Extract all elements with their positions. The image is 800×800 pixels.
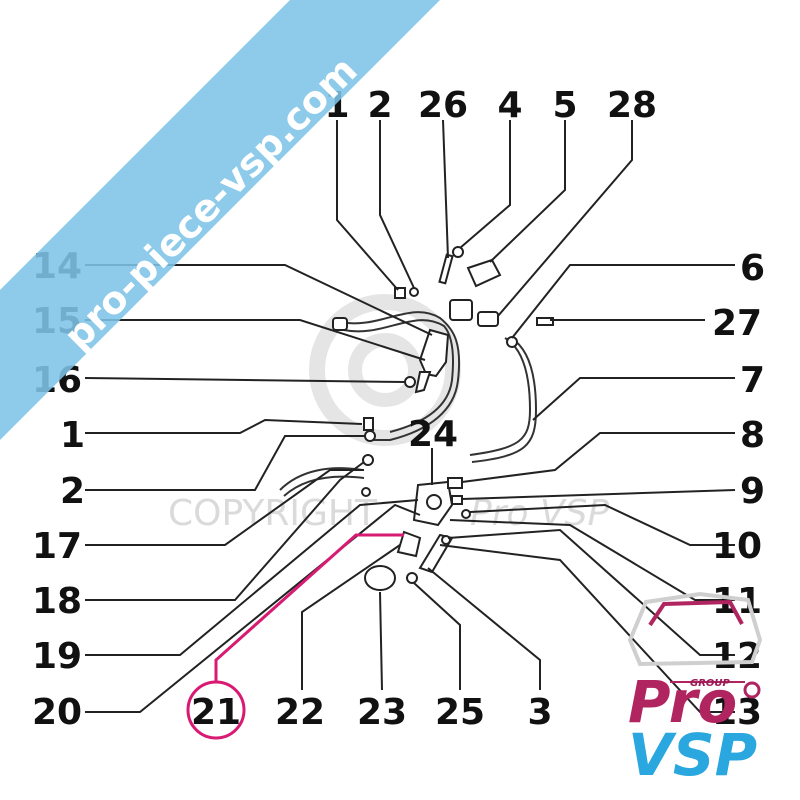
- stud-26: [438, 253, 454, 285]
- leader-25: [413, 582, 461, 690]
- union-28: [477, 311, 499, 327]
- leader-8: [461, 432, 735, 483]
- callout-26[interactable]: 26: [418, 85, 468, 126]
- washer-16: [404, 376, 416, 388]
- callout-2-top[interactable]: 2: [367, 85, 392, 126]
- return-hose-inner: [343, 319, 454, 433]
- leader-lines: [84, 119, 736, 713]
- leader-6: [511, 264, 735, 339]
- logo-car-windshield: [648, 599, 744, 627]
- leader-15: [85, 319, 426, 361]
- callout-23[interactable]: 23: [357, 692, 407, 733]
- banner-stripe: [0, 0, 440, 440]
- fuel-hose-17: [279, 467, 363, 491]
- logo-car-outline: [627, 591, 763, 667]
- injector-body: [418, 328, 450, 378]
- callout-13[interactable]: 13: [712, 692, 762, 733]
- leader-1-left: [85, 418, 363, 434]
- leader-2-top: [379, 120, 415, 289]
- pressure-pipe: [469, 337, 532, 456]
- leader-4: [459, 120, 511, 249]
- leader-18: [85, 461, 365, 601]
- callout-9[interactable]: 9: [740, 471, 765, 512]
- pump-port: [426, 494, 442, 510]
- callout-18[interactable]: 18: [32, 581, 82, 622]
- callout-8[interactable]: 8: [740, 415, 765, 456]
- nut-25: [406, 572, 418, 584]
- leader-5: [489, 120, 566, 263]
- bolt-1-top: [394, 287, 406, 299]
- leader-3: [427, 567, 541, 690]
- injector-nozzle: [414, 371, 432, 394]
- leader-12: [447, 528, 735, 656]
- copyright-text: COPYRIGHT: [168, 493, 378, 534]
- pressure-pipe-outer: [471, 337, 538, 463]
- callout-10[interactable]: 10: [712, 526, 762, 567]
- leader-9: [461, 489, 736, 500]
- callout-25[interactable]: 25: [435, 692, 485, 733]
- fuel-hose-17-inner: [283, 475, 365, 497]
- leader-16: [84, 377, 407, 383]
- hose-end-fitting: [332, 317, 348, 331]
- callout-5[interactable]: 5: [552, 85, 577, 126]
- callout-21-highlight-ring: [186, 680, 246, 740]
- callout-6[interactable]: 6: [740, 248, 765, 289]
- leader-21-highlighted: [214, 533, 404, 682]
- logo-group-text: GROUP: [690, 678, 731, 689]
- clip-18: [362, 454, 374, 466]
- clamp-5: [466, 258, 502, 288]
- fitting-9: [451, 495, 463, 505]
- pipe-nut-6: [506, 336, 518, 348]
- callout-17[interactable]: 17: [32, 526, 82, 567]
- washer-2-left: [364, 430, 376, 442]
- callout-20[interactable]: 20: [32, 692, 82, 733]
- screw-10: [461, 509, 471, 519]
- logo-gear-icon: [743, 681, 761, 699]
- callout-19[interactable]: 19: [32, 636, 82, 677]
- washer-2-top: [409, 287, 419, 297]
- callout-3[interactable]: 3: [527, 692, 552, 733]
- fitting-8: [447, 477, 463, 489]
- callout-24[interactable]: 24: [408, 414, 458, 455]
- leader-26: [442, 119, 449, 259]
- logo-vsp-text: VSP: [628, 721, 757, 789]
- leader-17: [85, 469, 364, 546]
- copyright-brand: Pro VSP: [470, 493, 609, 534]
- leader-28: [497, 120, 633, 317]
- callout-21-selected[interactable]: 21: [191, 692, 241, 733]
- nut-4: [452, 246, 464, 258]
- callout-1-left[interactable]: 1: [60, 415, 85, 456]
- leader-10: [469, 503, 735, 546]
- leader-7: [532, 377, 735, 421]
- injector-holder: [449, 299, 473, 321]
- bolt-1-left: [363, 417, 374, 431]
- leader-2-left: [85, 435, 365, 491]
- leader-1-top: [336, 120, 399, 291]
- screw-27: [536, 317, 554, 326]
- washer-19: [361, 487, 371, 497]
- callout-22[interactable]: 22: [275, 692, 325, 733]
- callout-7[interactable]: 7: [740, 360, 765, 401]
- leader-19: [85, 499, 419, 656]
- callout-2-left[interactable]: 2: [60, 471, 85, 512]
- copyright-watermark: COPYRIGHT Pro VSP: [168, 294, 609, 534]
- parts-illustration: [279, 246, 554, 591]
- leader-22: [301, 544, 401, 690]
- leader-23: [379, 591, 383, 691]
- leader-20: [85, 503, 421, 713]
- leader-11: [449, 519, 735, 601]
- website-banner: pro-piece-vsp.com: [0, 0, 440, 440]
- callout-4[interactable]: 4: [497, 85, 522, 126]
- o-ring-23: [364, 565, 396, 591]
- callout-28[interactable]: 28: [607, 85, 657, 126]
- callout-27[interactable]: 27: [712, 303, 762, 344]
- logo-pro-text: Pro: [628, 668, 737, 736]
- pro-vsp-logo: GROUP Pro VSP: [627, 591, 763, 789]
